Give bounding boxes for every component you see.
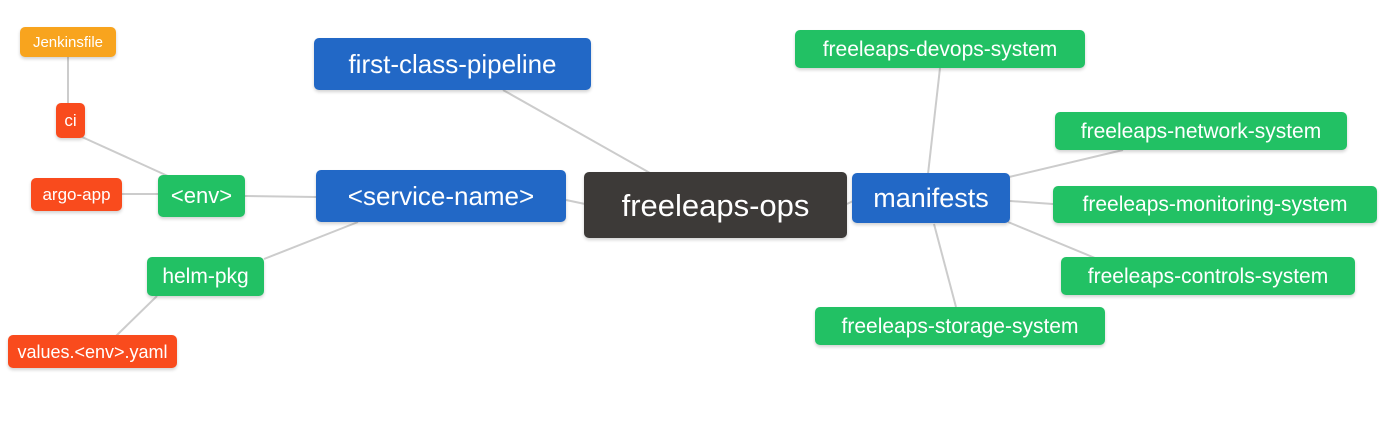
edge-manifests-storage-system — [933, 223, 957, 308]
node-values-env-yaml[interactable]: values.<env>.yaml — [8, 335, 177, 368]
node-manifests[interactable]: manifests — [852, 173, 1010, 223]
node-freeleaps-controls-system[interactable]: freeleaps-controls-system — [1061, 257, 1355, 295]
edge-manifests-devops-system — [927, 67, 941, 175]
node-argo-app[interactable]: argo-app — [31, 178, 122, 211]
edge-env-service-name — [244, 195, 317, 198]
edge-ci-env — [81, 136, 171, 178]
node-first-class-pipeline[interactable]: first-class-pipeline — [314, 38, 591, 90]
node-service-name[interactable]: <service-name> — [316, 170, 566, 222]
edge-first-class-pipeline-ops — [502, 89, 651, 174]
node-env[interactable]: <env> — [158, 175, 245, 217]
edge-helm-pkg-values-env-yaml — [115, 295, 158, 337]
node-jenkinsfile[interactable]: Jenkinsfile — [20, 27, 116, 57]
edge-service-name-ops — [565, 199, 586, 205]
node-helm-pkg[interactable]: helm-pkg — [147, 257, 264, 296]
edge-service-name-helm-pkg — [263, 221, 359, 260]
node-freeleaps-monitoring-system[interactable]: freeleaps-monitoring-system — [1053, 186, 1377, 223]
node-freeleaps-ops[interactable]: freeleaps-ops — [584, 172, 847, 238]
edge-manifests-monitoring-system — [1009, 200, 1054, 205]
edge-manifests-network-system — [1008, 149, 1124, 178]
node-freeleaps-storage-system[interactable]: freeleaps-storage-system — [815, 307, 1105, 345]
node-freeleaps-network-system[interactable]: freeleaps-network-system — [1055, 112, 1347, 150]
node-freeleaps-devops-system[interactable]: freeleaps-devops-system — [795, 30, 1085, 68]
node-ci[interactable]: ci — [56, 103, 85, 138]
edge-manifests-controls-system — [1007, 221, 1096, 259]
